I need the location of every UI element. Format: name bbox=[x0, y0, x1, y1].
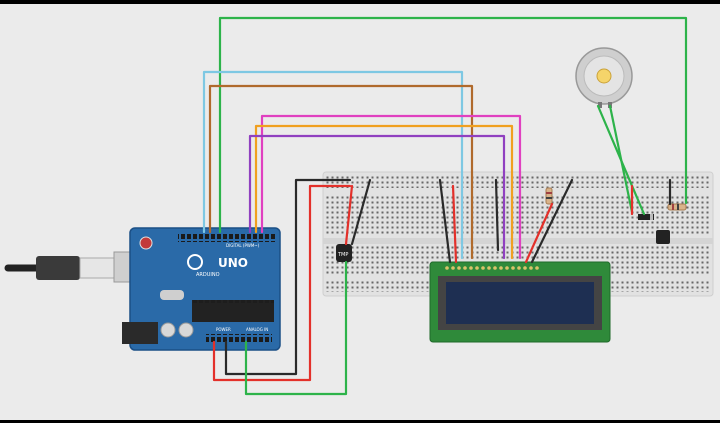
wire-green-top[interactable] bbox=[218, 16, 688, 234]
wires bbox=[202, 16, 688, 396]
wire-pink[interactable] bbox=[260, 114, 522, 260]
power-analog-header[interactable] bbox=[206, 334, 272, 342]
breadboard-top-rail bbox=[325, 176, 711, 188]
digital-header[interactable] bbox=[178, 234, 276, 242]
reset-button[interactable] bbox=[139, 236, 153, 250]
capacitor-right bbox=[178, 322, 194, 338]
resistor-lcd[interactable] bbox=[545, 187, 553, 205]
wire-black-lcd-2[interactable] bbox=[494, 178, 500, 252]
resistor-motor[interactable] bbox=[667, 203, 687, 211]
lcd-screen bbox=[446, 282, 594, 324]
digital-pins-label: DIGITAL (PWM~) bbox=[226, 243, 260, 248]
arduino-logo-icon bbox=[187, 254, 203, 270]
usb-cable[interactable] bbox=[4, 251, 149, 283]
lcd-16x2-display[interactable] bbox=[429, 261, 611, 343]
transistor[interactable] bbox=[656, 230, 670, 244]
wire-cyan[interactable] bbox=[202, 70, 464, 260]
wire-black-sensor[interactable] bbox=[350, 178, 372, 246]
lcd-pin-header[interactable] bbox=[444, 265, 540, 273]
capacitor-left bbox=[160, 322, 176, 338]
wire-red-sensor[interactable] bbox=[344, 184, 354, 246]
wire-green-motor-b[interactable] bbox=[608, 104, 634, 214]
wire-purple[interactable] bbox=[248, 134, 506, 260]
atmega-chip bbox=[192, 300, 274, 322]
wire-black-lcd-3[interactable] bbox=[530, 178, 574, 264]
power-pins-label: POWER bbox=[216, 327, 231, 332]
motor-shaft bbox=[596, 68, 612, 84]
wire-black-lcd[interactable] bbox=[438, 178, 452, 264]
diode[interactable] bbox=[638, 214, 654, 220]
breadboard-center-channel bbox=[323, 238, 713, 244]
sensor-label: TMP bbox=[337, 252, 348, 258]
crystal bbox=[160, 290, 184, 300]
power-jack bbox=[122, 322, 158, 344]
wire-red-lcd[interactable] bbox=[451, 184, 458, 264]
wire-brown[interactable] bbox=[208, 84, 474, 260]
wire-red-power[interactable] bbox=[212, 184, 352, 382]
arduino-uno-board[interactable]: UNO ARDUINO DIGITAL (PWM~) POWER ANALOG … bbox=[122, 227, 281, 351]
board-model-label: UNO bbox=[218, 256, 248, 270]
board-brand-label: ARDUINO bbox=[196, 272, 220, 278]
analog-pins-label: ANALOG IN bbox=[246, 327, 268, 332]
dc-motor[interactable] bbox=[575, 47, 633, 108]
wire-red-lcd-2[interactable] bbox=[524, 202, 554, 264]
wire-black-ground[interactable] bbox=[224, 178, 352, 376]
wire-green-sensor[interactable] bbox=[244, 260, 348, 396]
wire-orange[interactable] bbox=[254, 124, 514, 260]
temperature-sensor[interactable]: TMP bbox=[336, 244, 352, 262]
